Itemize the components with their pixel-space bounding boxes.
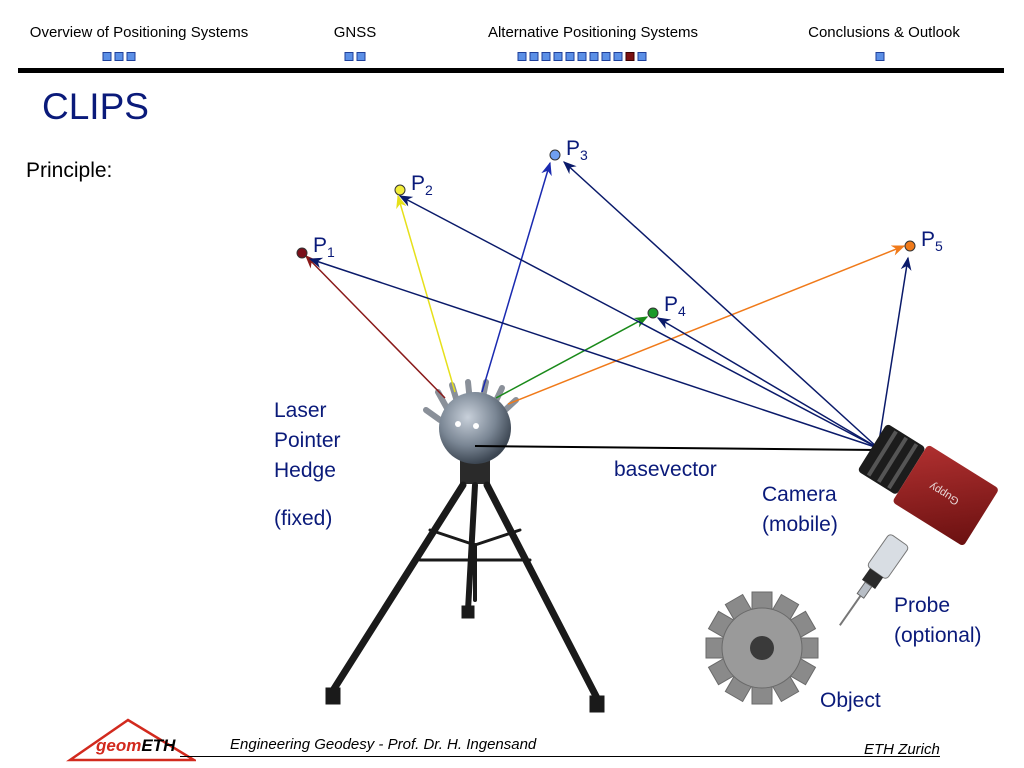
nav-square-current[interactable] [625, 52, 635, 61]
nav-square[interactable] [541, 52, 551, 61]
basevector-label: basevector [614, 458, 717, 481]
point-label-p4: P4 [664, 293, 686, 319]
nav-square[interactable] [356, 52, 366, 61]
nav-square[interactable] [565, 52, 575, 61]
point-p1 [296, 247, 308, 259]
logo-text: geomETH [96, 736, 175, 756]
probe-illustration [839, 534, 909, 626]
tripod [325, 452, 605, 713]
footer-institution: ETH Zurich [864, 741, 940, 758]
object-gear [705, 591, 819, 705]
nav-alternative[interactable]: Alternative Positioning Systems [487, 24, 699, 41]
point-p5 [904, 240, 916, 252]
point-label-p2: P2 [411, 172, 433, 198]
camera-label: Camera (mobile) [762, 480, 838, 540]
nav-square[interactable] [875, 52, 885, 61]
laser-hedge-label: Laser Pointer Hedge [274, 396, 341, 486]
nav-conclusions-progress [875, 52, 885, 61]
laser-label-line2: Pointer [274, 429, 341, 452]
laser-label-line3: Hedge [274, 459, 336, 482]
nav-square[interactable] [529, 52, 539, 61]
nav-gnss-progress [344, 52, 366, 61]
nav-alternative-progress [517, 52, 647, 61]
nav-conclusions[interactable]: Conclusions & Outlook [808, 24, 960, 41]
point-p3 [549, 149, 561, 161]
nav-overview[interactable]: Overview of Positioning Systems [29, 24, 249, 41]
nav-square[interactable] [613, 52, 623, 61]
probe-label: Probe (optional) [894, 591, 982, 651]
logo-suffix: ETH [141, 736, 176, 755]
nav-square[interactable] [601, 52, 611, 61]
camera-illustration: Guppy [858, 424, 998, 546]
footer-course: Engineering Geodesy - Prof. Dr. H. Ingen… [230, 736, 537, 753]
point-label-p5: P5 [921, 228, 943, 254]
nav-square[interactable] [126, 52, 136, 61]
principle-label: Principle: [26, 159, 113, 182]
basevector-line [474, 445, 879, 451]
nav-square[interactable] [344, 52, 354, 61]
nav-overview-progress [102, 52, 136, 61]
nav-square[interactable] [553, 52, 563, 61]
nav-square[interactable] [517, 52, 527, 61]
camera-label-line2: (mobile) [762, 513, 838, 536]
nav-square[interactable] [637, 52, 647, 61]
nav-square[interactable] [589, 52, 599, 61]
point-label-p1: P1 [313, 234, 335, 260]
header-divider [18, 68, 1004, 73]
nav-square[interactable] [577, 52, 587, 61]
laser-label-line1: Laser [274, 399, 327, 422]
footer-divider [180, 756, 940, 757]
laser-rays [305, 161, 906, 405]
camera-label-line1: Camera [762, 483, 837, 506]
probe-label-line1: Probe [894, 594, 951, 617]
nav-gnss[interactable]: GNSS [333, 24, 377, 41]
target-points: P1 P2 P3 P4 P5 [296, 137, 943, 319]
object-label: Object [820, 689, 881, 712]
camera-rays [308, 161, 912, 449]
slide-title: CLIPS [42, 86, 149, 127]
geometh-logo [66, 718, 196, 762]
point-p4 [647, 307, 659, 319]
section-nav: Overview of Positioning Systems GNSS Alt… [0, 0, 1024, 72]
probe-label-line2: (optional) [894, 624, 982, 647]
nav-square[interactable] [102, 52, 112, 61]
point-p2 [394, 184, 406, 196]
point-label-p3: P3 [566, 137, 588, 163]
nav-square[interactable] [114, 52, 124, 61]
laser-hedge-state: (fixed) [274, 507, 333, 530]
logo-prefix: geom [96, 736, 142, 755]
